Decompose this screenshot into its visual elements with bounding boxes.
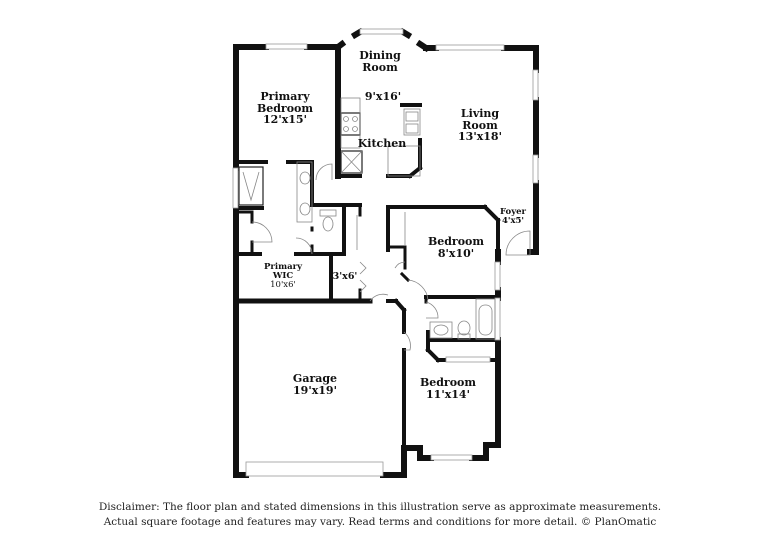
room-name: Living bbox=[460, 107, 500, 120]
disclaimer-line-1: Disclaimer: The floor plan and stated di… bbox=[98, 501, 662, 513]
room-dims: 10'x6' bbox=[270, 279, 296, 290]
room-label-primary-wic: Primary WIC 10'x6' bbox=[260, 263, 306, 290]
room-name: Bedroom bbox=[427, 235, 485, 248]
room-name-line2: Bedroom bbox=[256, 101, 314, 115]
room-name: Bedroom bbox=[419, 376, 477, 389]
room-dims: 12'x15' bbox=[263, 113, 307, 127]
room-label-laundry: 3'x6' bbox=[332, 272, 358, 282]
room-name-line2: Room bbox=[462, 118, 498, 132]
room-dims: 8'x10' bbox=[437, 246, 475, 260]
room-name: Foyer bbox=[499, 207, 527, 217]
room-name: Kitchen bbox=[357, 137, 407, 150]
room-name-line2: WIC bbox=[272, 270, 294, 281]
room-label-primary-bedroom: Primary Bedroom 12'x15' bbox=[250, 91, 320, 126]
room-name: Primary bbox=[263, 262, 303, 272]
fixtures bbox=[238, 97, 496, 340]
room-dims: 19'x19' bbox=[293, 383, 337, 397]
room-label-bedroom-2: Bedroom 8'x10' bbox=[424, 236, 488, 259]
windows bbox=[232, 28, 539, 477]
room-label-foyer: Foyer 4'x5' bbox=[498, 208, 528, 226]
room-label-garage: Garage 19'x19' bbox=[285, 373, 345, 396]
room-dims-kitchen: 9'x16' bbox=[355, 91, 411, 103]
room-label-kitchen: Kitchen bbox=[356, 138, 408, 150]
room-dims: 4'x5' bbox=[501, 215, 525, 226]
disclaimer-line-2: Actual square footage and features may v… bbox=[103, 516, 657, 528]
room-label-living: Living Room 13'x18' bbox=[450, 108, 510, 143]
doors bbox=[251, 163, 531, 351]
room-dims: 11'x14' bbox=[426, 387, 470, 401]
room-dims: 9'x16' bbox=[364, 90, 402, 103]
room-name-line2: Room bbox=[362, 60, 398, 74]
room-name: Garage bbox=[292, 372, 338, 385]
room-dims: 13'x18' bbox=[458, 130, 502, 144]
room-name: Dining bbox=[359, 49, 401, 62]
room-name: Primary bbox=[260, 90, 310, 103]
room-label-dining: Dining Room bbox=[350, 50, 410, 73]
room-dims: 3'x6' bbox=[332, 271, 358, 282]
room-label-bedroom-3: Bedroom 11'x14' bbox=[416, 377, 480, 400]
disclaimer: Disclaimer: The floor plan and stated di… bbox=[0, 500, 760, 530]
